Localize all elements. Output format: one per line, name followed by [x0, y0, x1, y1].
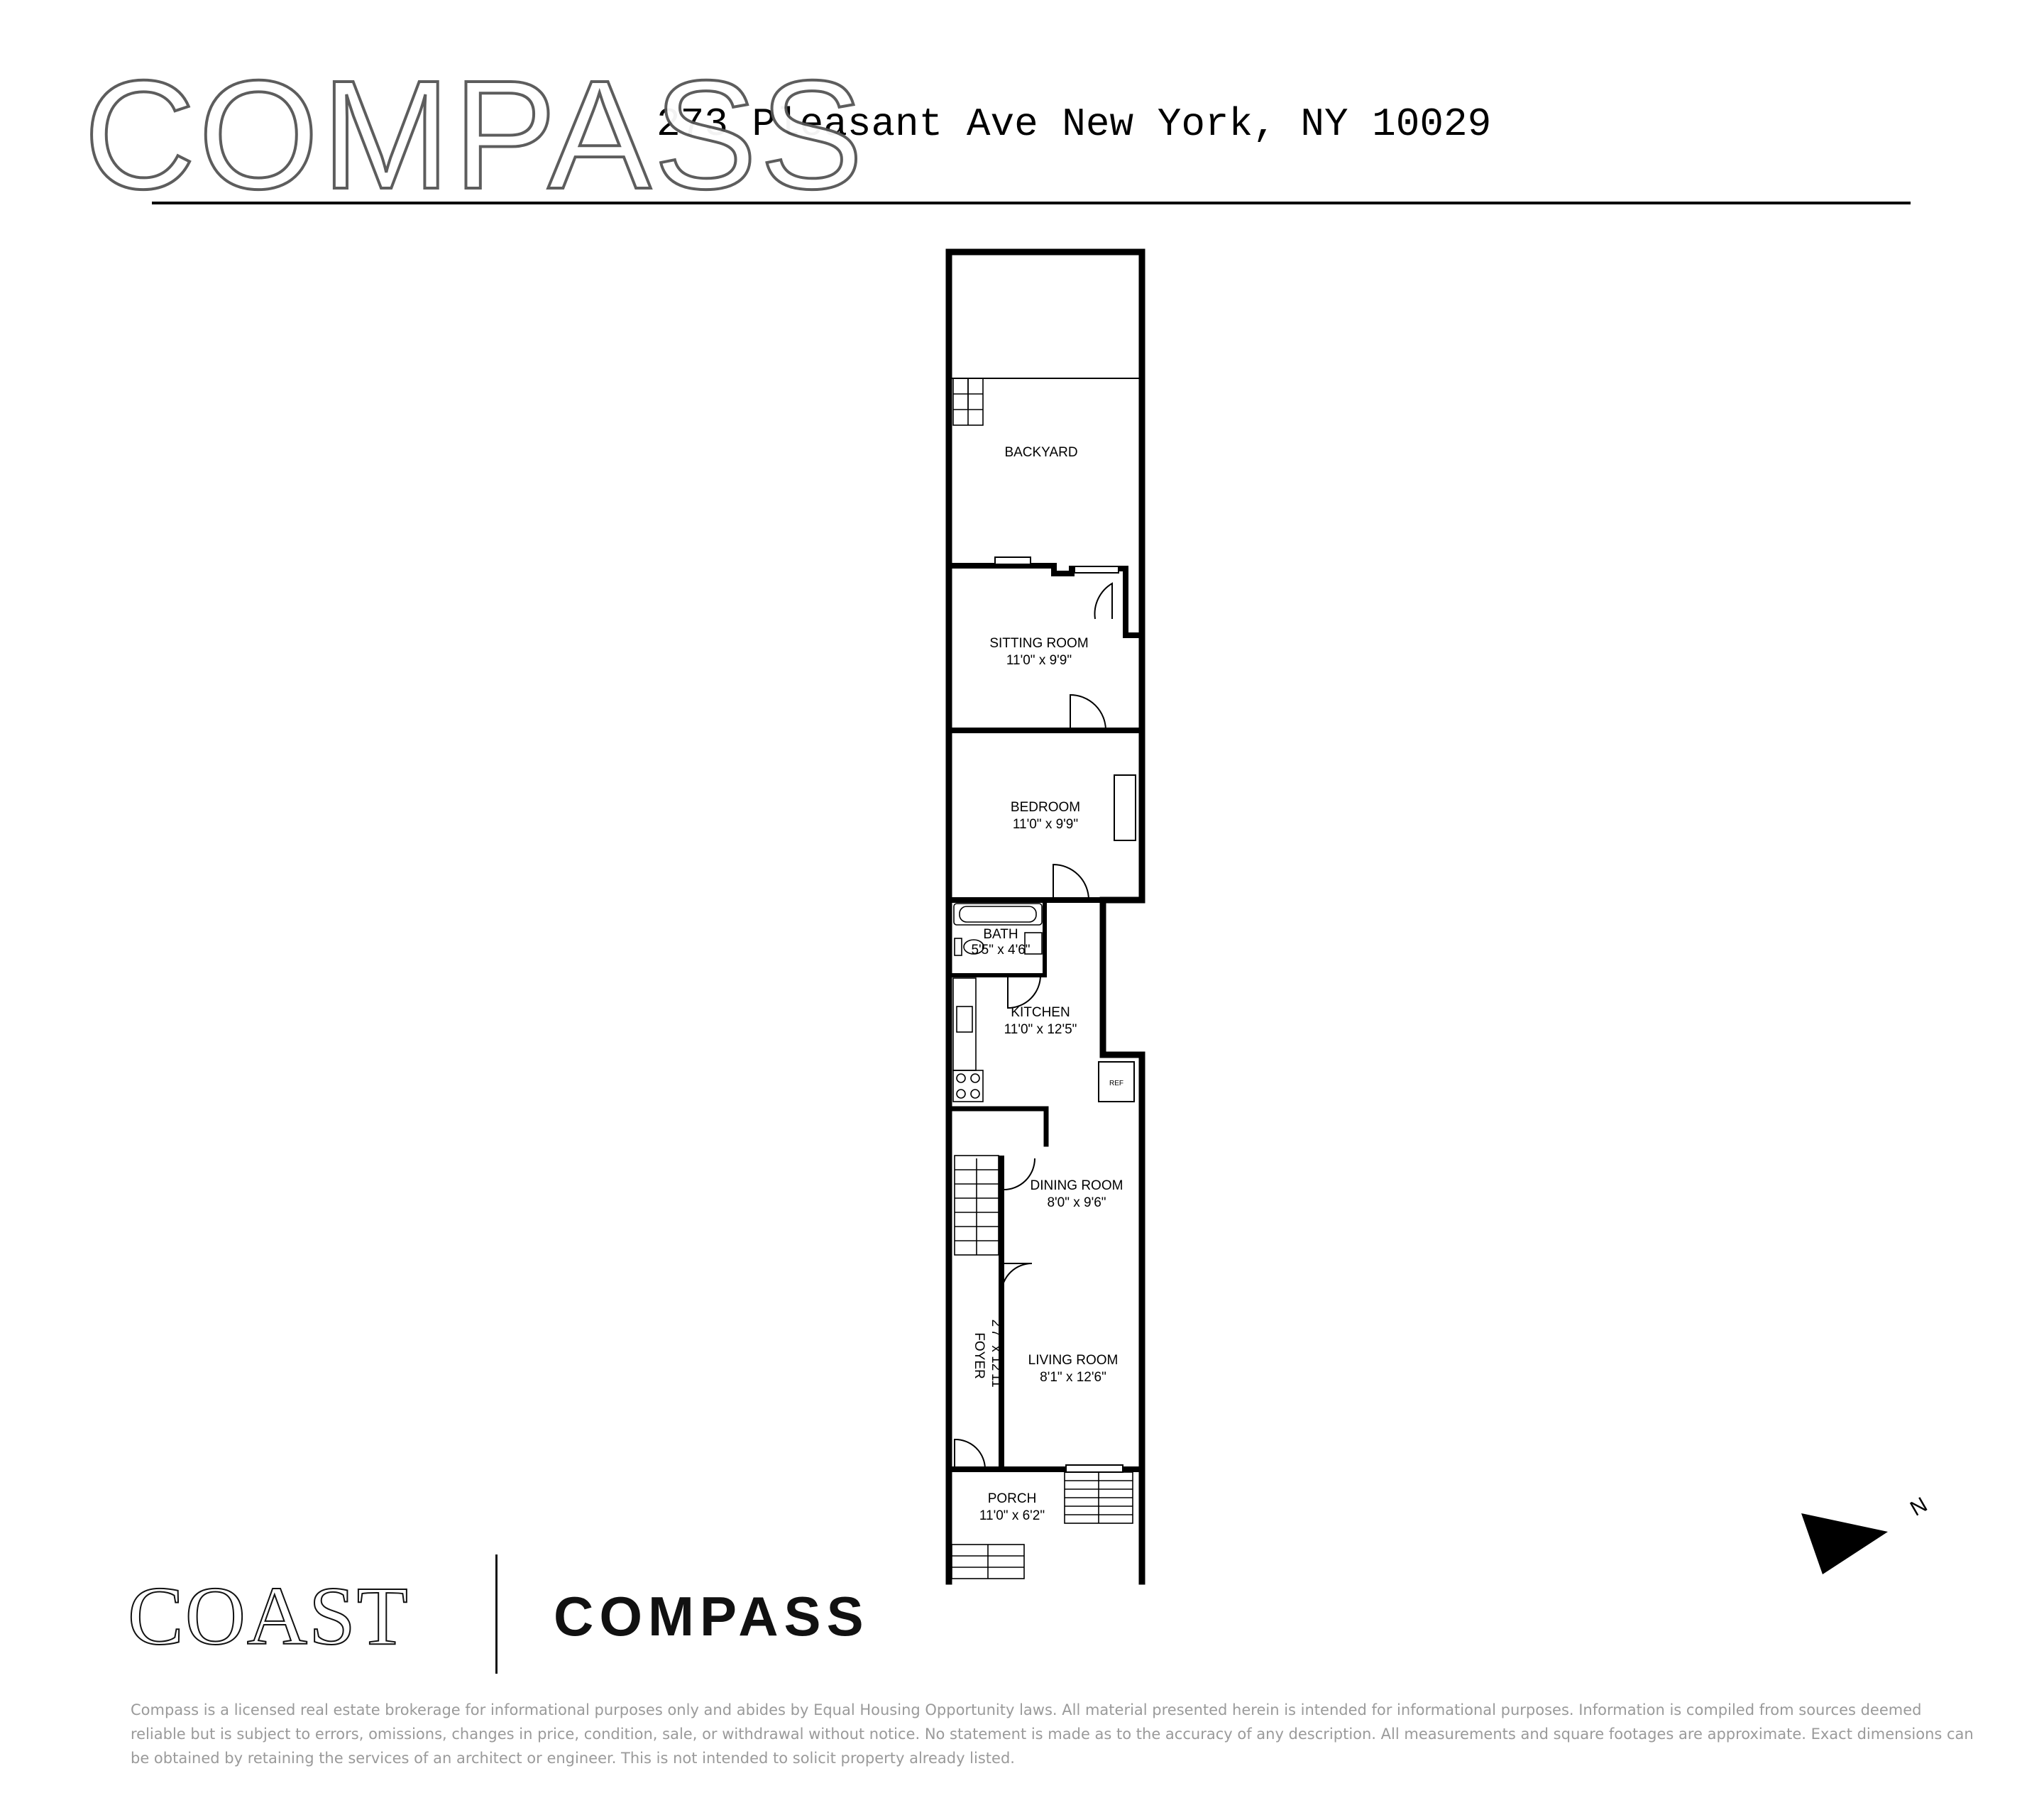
- door-dining: [1003, 1158, 1035, 1191]
- compass-logo: COMPASS: [554, 1585, 869, 1647]
- door-sitting-bedroom: [1070, 693, 1106, 731]
- door-sitting-east: [1094, 582, 1113, 620]
- room-name: LIVING ROOM: [1028, 1353, 1119, 1368]
- room-size: 2'7" x 12'11": [989, 1320, 1004, 1393]
- room-size: 11'0" x 9'9": [1013, 817, 1078, 832]
- room-name: PORCH: [988, 1491, 1037, 1506]
- room-size: 5'5" x 4'6": [971, 943, 1030, 958]
- legal-disclaimer: Compass is a licensed real estate broker…: [131, 1701, 1974, 1767]
- refrigerator-label: REF: [1109, 1080, 1123, 1087]
- room-name: BEDROOM: [1011, 800, 1080, 815]
- room-size: 8'1" x 12'6": [1040, 1370, 1106, 1385]
- property-address: 273 Pleasant Ave New York, NY 10029: [656, 102, 1492, 147]
- backyard-stairs: [952, 378, 984, 426]
- room-size: 8'0" x 9'6": [1047, 1195, 1106, 1210]
- door-bedroom-kitchen: [1053, 863, 1089, 901]
- room-size: 11'0" x 12'5": [1004, 1022, 1077, 1037]
- door-foyer-living: [1001, 1263, 1033, 1294]
- bathtub: [953, 903, 1043, 926]
- foyer-stairs: [954, 1155, 999, 1256]
- room-name: DINING ROOM: [1031, 1178, 1123, 1193]
- north-arrow-icon: N: [1801, 1493, 1931, 1574]
- room-name: FOYER: [972, 1332, 987, 1378]
- toilet: [963, 939, 984, 955]
- stove: [952, 1070, 984, 1102]
- compass-watermark: COMPASS: [82, 49, 867, 221]
- kitchen-sink: [956, 1006, 973, 1033]
- porch-side-stairs: [951, 1544, 1025, 1579]
- north-label: N: [1906, 1493, 1931, 1520]
- room-name: BATH: [983, 927, 1018, 942]
- coast-logo: COAST: [127, 1569, 410, 1662]
- porch-front-stairs: [1064, 1471, 1133, 1524]
- brand-divider: [495, 1554, 498, 1674]
- room-size: 11'0" x 9'9": [1006, 653, 1072, 668]
- room-name: KITCHEN: [1011, 1005, 1070, 1020]
- header-rule: [152, 202, 1911, 204]
- room-labels: BACKYARD SITTING ROOM 11'0" x 9'9" BEDRO…: [971, 445, 1123, 1523]
- room-size: 11'0" x 6'2": [979, 1508, 1045, 1523]
- door-bath: [1007, 975, 1041, 1009]
- room-name: SITTING ROOM: [989, 636, 1088, 651]
- bath-sink: [1024, 932, 1043, 955]
- room-name: BACKYARD: [1004, 445, 1077, 460]
- door-porch: [954, 1438, 986, 1470]
